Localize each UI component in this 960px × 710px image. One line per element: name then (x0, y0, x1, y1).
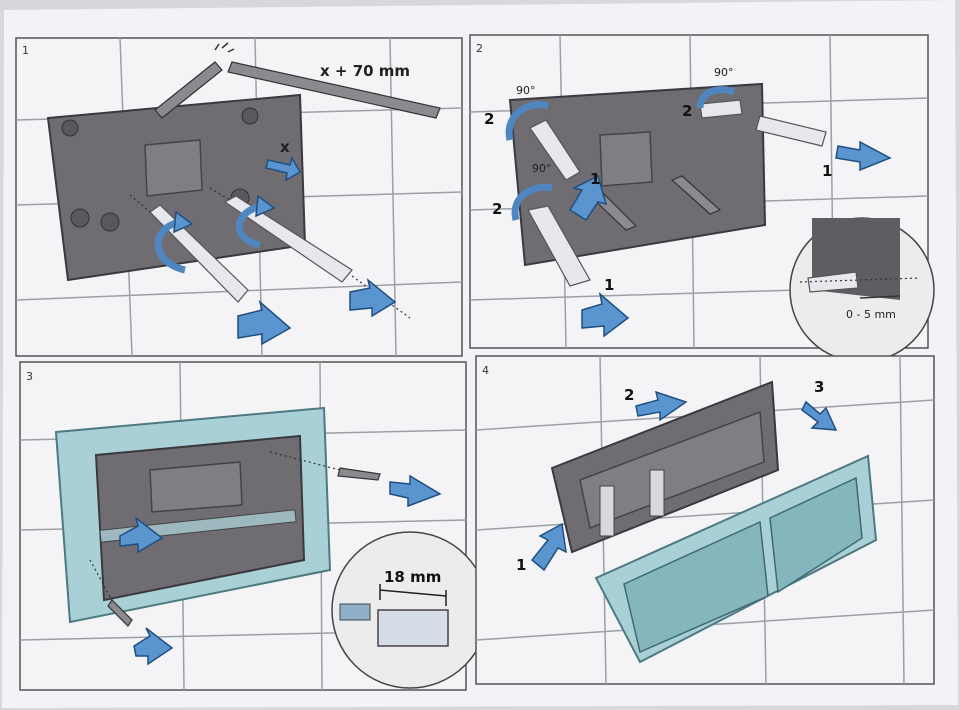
push-arrow-icon (581, 292, 630, 338)
panel-1-number: 1 (22, 44, 29, 57)
push-arrow-icon (237, 299, 292, 346)
step-number-1: 1 (822, 162, 832, 180)
cover-frame (54, 406, 332, 624)
push-arrow-icon (568, 174, 608, 222)
step-number-1: 1 (604, 276, 614, 294)
rotate-arrowhead-icon (255, 194, 276, 218)
push-arrow-icon (801, 400, 838, 431)
flush-plate (594, 454, 878, 664)
rotate-icon (511, 183, 553, 221)
step-number-3: 3 (814, 378, 824, 396)
rotation-angle-label: 90° (714, 66, 734, 79)
panel-3: 3 18 mm (19, 361, 489, 691)
panel-4: 4 1 2 3 (475, 355, 935, 685)
step-number-2: 2 (484, 110, 494, 128)
anchor-bolts (527, 99, 827, 287)
fixing-screws (89, 451, 381, 627)
rotation-angle-label: 90° (516, 84, 536, 97)
width-detail-inset (331, 531, 489, 689)
push-arrow-icon (389, 474, 442, 508)
push-arrow-icon (133, 627, 174, 666)
rotate-icon (696, 86, 736, 109)
cover-width-label: 18 mm (384, 568, 441, 586)
rotate-icon (505, 101, 550, 141)
step-number-1: 1 (516, 556, 526, 574)
rotation-angle-label: 90° (532, 162, 552, 175)
push-arrow-icon (530, 522, 567, 572)
rotate-arrowhead-icon (173, 210, 194, 234)
rotate-icon (235, 202, 263, 249)
x-offset-label: x (280, 138, 290, 156)
push-arrow-icon (119, 516, 164, 554)
panel-2: 2 90° 90° 90° 2 2 2 1 1 1 (469, 34, 935, 363)
depth-detail-inset (789, 217, 935, 363)
x-offset-arrow-icon (265, 156, 302, 182)
push-arrow-icon (349, 277, 397, 318)
panel-1: 1 x + 70 mm x (15, 37, 463, 357)
push-arrow-icon (835, 140, 892, 172)
step-number-2: 2 (682, 102, 692, 120)
rotate-icon (154, 218, 186, 274)
step-number-1: 1 (590, 170, 600, 188)
mounting-frame (508, 82, 767, 267)
step-number-2: 2 (624, 386, 634, 404)
push-arrow-icon (635, 390, 688, 422)
rod-length-label: x + 70 mm (320, 62, 410, 80)
anchor-depth-label: 0 - 5 mm (846, 308, 896, 321)
panel-4-number: 4 (482, 364, 489, 377)
actuator-frame (550, 380, 780, 554)
step-number-2: 2 (492, 200, 502, 218)
panel-2-number: 2 (476, 42, 483, 55)
threaded-rods (154, 42, 441, 119)
panel-3-number: 3 (26, 370, 33, 383)
